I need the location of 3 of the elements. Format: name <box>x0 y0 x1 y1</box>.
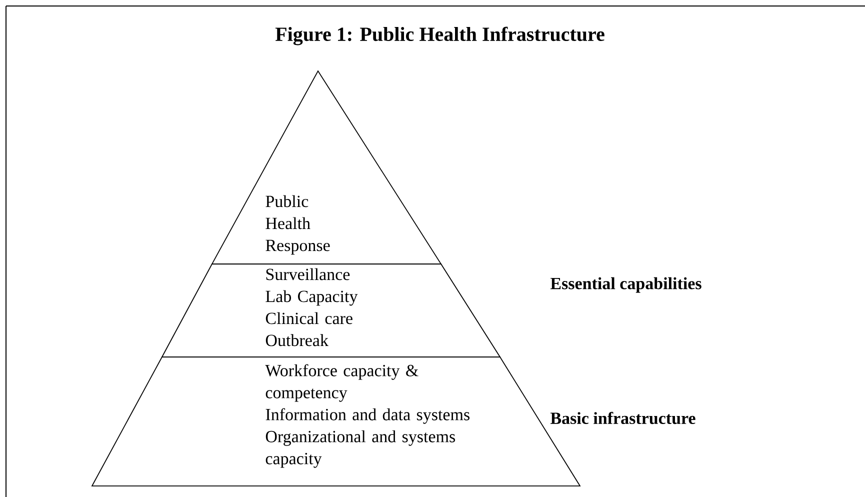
title: Figure 1: Public Health Infrastructure <box>275 26 604 46</box>
side-label: Basic infrastructure <box>550 412 696 424</box>
side-label: Essential capabilities <box>550 277 702 293</box>
